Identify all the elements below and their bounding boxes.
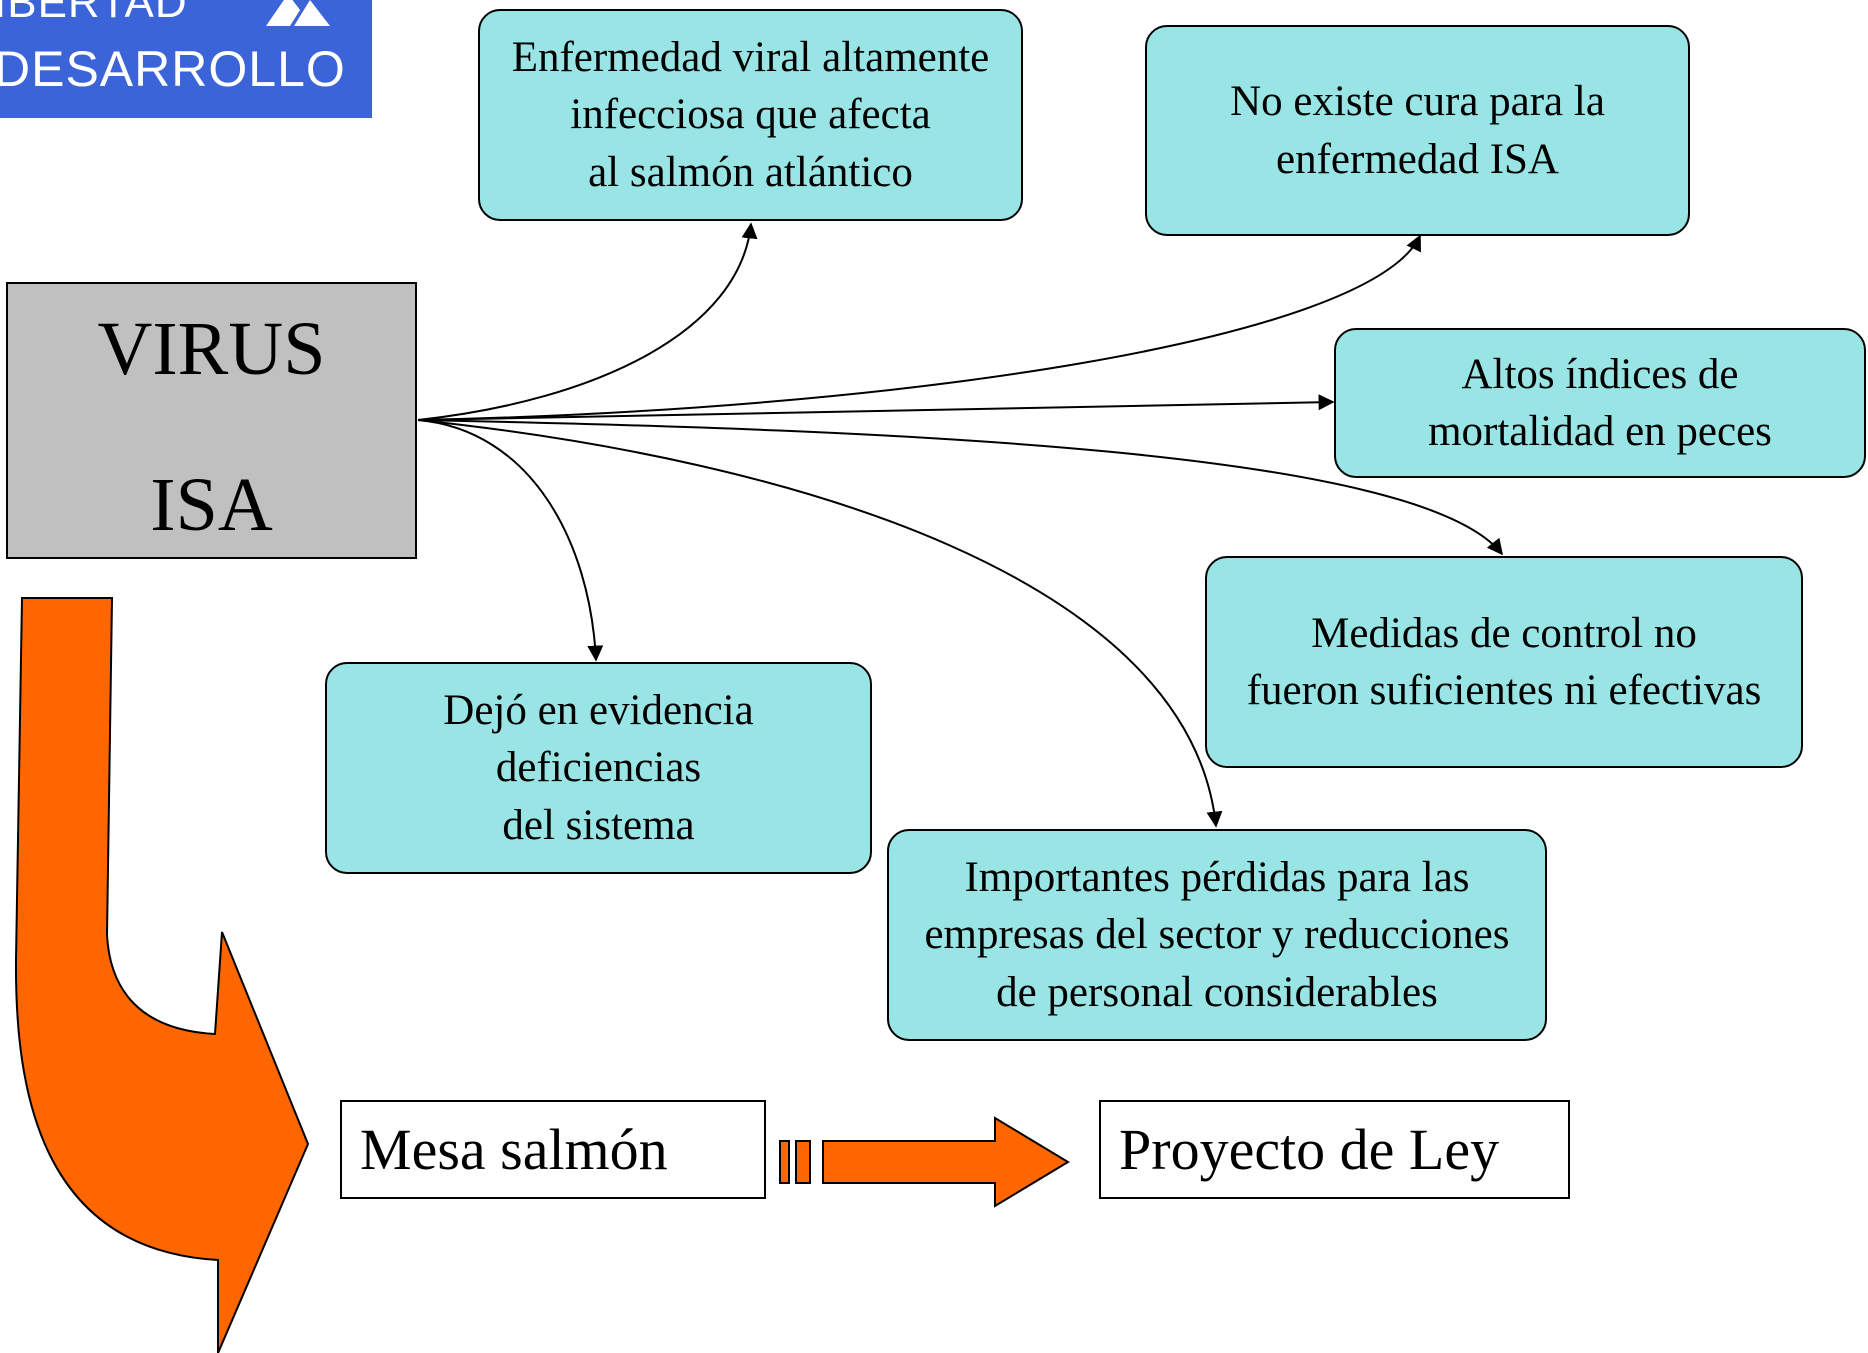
node-losses: Importantes pérdidas para las empresas d… <box>887 829 1547 1041</box>
arrow-to-control <box>417 419 1503 556</box>
central-node-virus-isa: VIRUS ISA <box>6 282 417 559</box>
box-mesa-salmon: Mesa salmón <box>340 1100 766 1199</box>
arrow-to-viral <box>417 222 758 421</box>
central-node-line1: VIRUS <box>97 307 326 391</box>
node-viral-disease: Enfermedad viral altamente infecciosa qu… <box>478 9 1023 221</box>
box-proyecto-de-ley: Proyecto de Ley <box>1099 1100 1570 1199</box>
node-deficiencies: Dejó en evidencia deficiencias del siste… <box>325 662 872 874</box>
flow-arrow-stripe-1 <box>779 1140 790 1184</box>
node-mortality: Altos índices de mortalidad en peces <box>1334 328 1866 478</box>
node-no-cure: No existe cura para la enfermedad ISA <box>1145 25 1690 236</box>
node-control-measures: Medidas de control no fueron suficientes… <box>1205 556 1803 768</box>
flow-arrow-stripe-2 <box>795 1140 811 1184</box>
arrow-to-no-cure <box>417 234 1421 421</box>
big-curved-arrow <box>14 597 310 1353</box>
logo-text-top: IBERTAD <box>0 0 188 27</box>
central-node-line2: ISA <box>150 463 273 547</box>
logo-mark-icon <box>266 0 330 26</box>
logo: IBERTAD DESARROLLO <box>0 0 372 118</box>
arrow-to-deficiencies <box>417 419 604 662</box>
arrow-to-mortality <box>417 394 1335 421</box>
flow-arrow-body <box>822 1116 1070 1208</box>
logo-text-bottom: DESARROLLO <box>0 41 346 97</box>
arrow-to-losses <box>417 419 1223 828</box>
